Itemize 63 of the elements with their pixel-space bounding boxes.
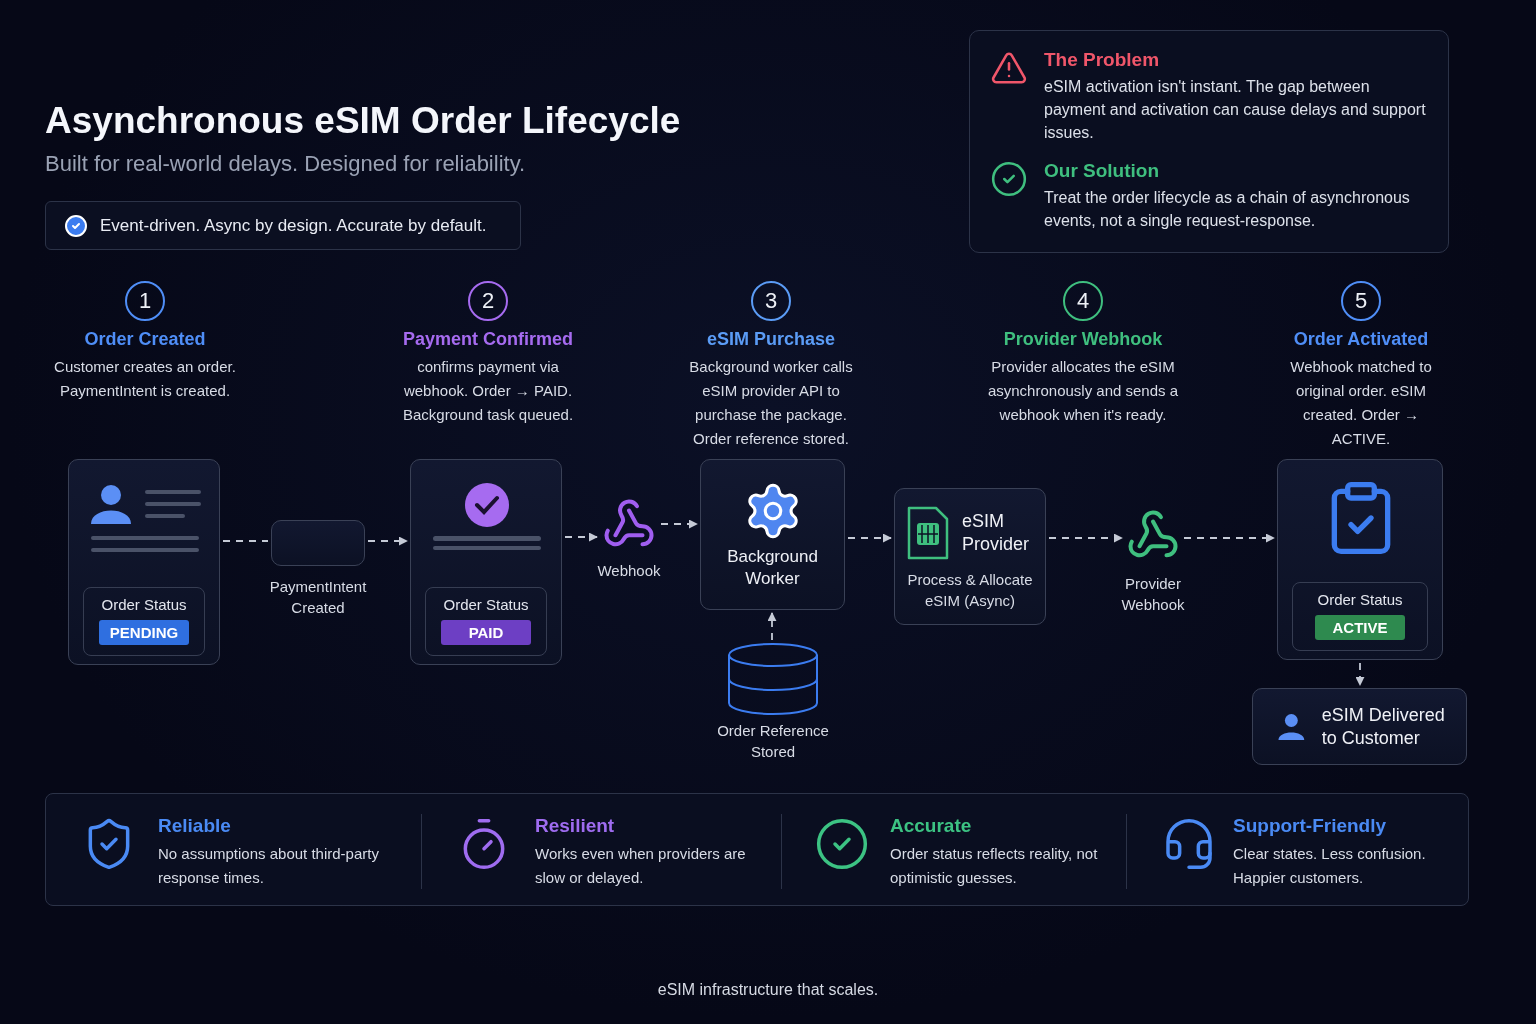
node-caption: Order Reference Stored xyxy=(716,721,830,762)
info-panel xyxy=(969,30,1449,253)
worker-box xyxy=(700,459,845,610)
box-text: Process & Allocate eSIM (Async) xyxy=(906,570,1034,611)
provider-box xyxy=(894,488,1046,625)
tagline-pill xyxy=(45,201,521,250)
subtitle: Built for real-world delays. Designed for reliability. xyxy=(45,151,526,177)
step-title: Order Created xyxy=(83,329,207,350)
panel-heading: Our Solution xyxy=(1044,160,1161,182)
step-title: Provider Webhook xyxy=(1002,329,1164,350)
database-cylinder xyxy=(727,643,819,715)
step-title: Payment Confirmed xyxy=(401,329,574,350)
feature-title: Reliable xyxy=(158,815,231,837)
box-title: eSIM Provider xyxy=(962,510,1031,556)
box-label: Background Worker xyxy=(726,545,819,590)
step-description: Background worker calls eSIM provider API to purchase the package. Order reference stored. xyxy=(688,357,854,449)
diagram-title: Asynchronous eSIM Order Lifecycle xyxy=(45,100,681,142)
dashed-arrow xyxy=(367,536,408,546)
status-badge: ACTIVE xyxy=(1315,615,1405,640)
tagline-text: Event-driven. Async by design. Accurate by default. xyxy=(100,215,487,236)
panel-heading: The Problem xyxy=(1044,49,1161,71)
dashed-arrow xyxy=(1355,662,1365,686)
feature-text: Order status reflects reality, not optimistic guesses. xyxy=(890,844,1099,888)
order-card xyxy=(410,459,562,665)
step-description: Customer creates an order. PaymentIntent is created. xyxy=(53,357,237,401)
box-label: eSIM Delivered to Customer xyxy=(1321,703,1446,750)
order-card xyxy=(68,459,220,665)
step-number: 3 xyxy=(751,281,791,321)
step-number: 1 xyxy=(125,281,165,321)
node-caption: Provider Webhook xyxy=(1120,574,1186,615)
status-label: Order Status xyxy=(443,596,529,613)
feature-title: Resilient xyxy=(535,815,615,837)
feature-text: No assumptions about third-party response times. xyxy=(158,844,380,888)
feature-text: Clear states. Less confusion. Happier customers. xyxy=(1233,844,1427,888)
step-description: confirms payment via webhook. Order → PAID. Background task queued. xyxy=(401,357,575,425)
dashed-arrow xyxy=(847,533,892,543)
panel-text: eSIM activation isn't instant. The gap between payment and activation can cause delays and support issues. xyxy=(1044,77,1427,143)
dashed-arrow xyxy=(1183,533,1275,543)
panel-text: Treat the order lifecycle as a chain of asynchronous events, not a single request-response. xyxy=(1044,188,1411,231)
step-number: 5 xyxy=(1341,281,1381,321)
step-title: Order Activated xyxy=(1292,329,1430,350)
node-caption: Webhook xyxy=(596,561,662,581)
step-description: Provider allocates the eSIM asynchronously and sends a webhook when it's ready. xyxy=(986,357,1180,425)
delivery-box xyxy=(1252,688,1467,765)
dashed-arrow xyxy=(1048,533,1123,543)
dashed-arrow xyxy=(767,612,777,641)
status-badge: PAID xyxy=(441,620,531,645)
feature-title: Support-Friendly xyxy=(1233,815,1387,837)
status-label: Order Status xyxy=(101,596,187,613)
node-caption: PaymentIntent Created xyxy=(268,577,368,618)
dashed-arrow xyxy=(564,532,598,542)
footer-caption: eSIM infrastructure that scales. xyxy=(656,981,880,999)
status-label: Order Status xyxy=(1317,591,1403,608)
step-description: Webhook matched to original order. eSIM created. Order → ACTIVE. xyxy=(1289,357,1433,449)
service-box xyxy=(271,520,365,566)
step-number: 2 xyxy=(468,281,508,321)
dashed-arrow xyxy=(660,519,698,529)
feature-text: Works even when providers are slow or delayed. xyxy=(535,844,747,888)
step-title: eSIM Purchase xyxy=(705,329,837,350)
feature-title: Accurate xyxy=(890,815,972,837)
status-badge: PENDING xyxy=(99,620,189,645)
step-number: 4 xyxy=(1063,281,1103,321)
order-card xyxy=(1277,459,1443,660)
